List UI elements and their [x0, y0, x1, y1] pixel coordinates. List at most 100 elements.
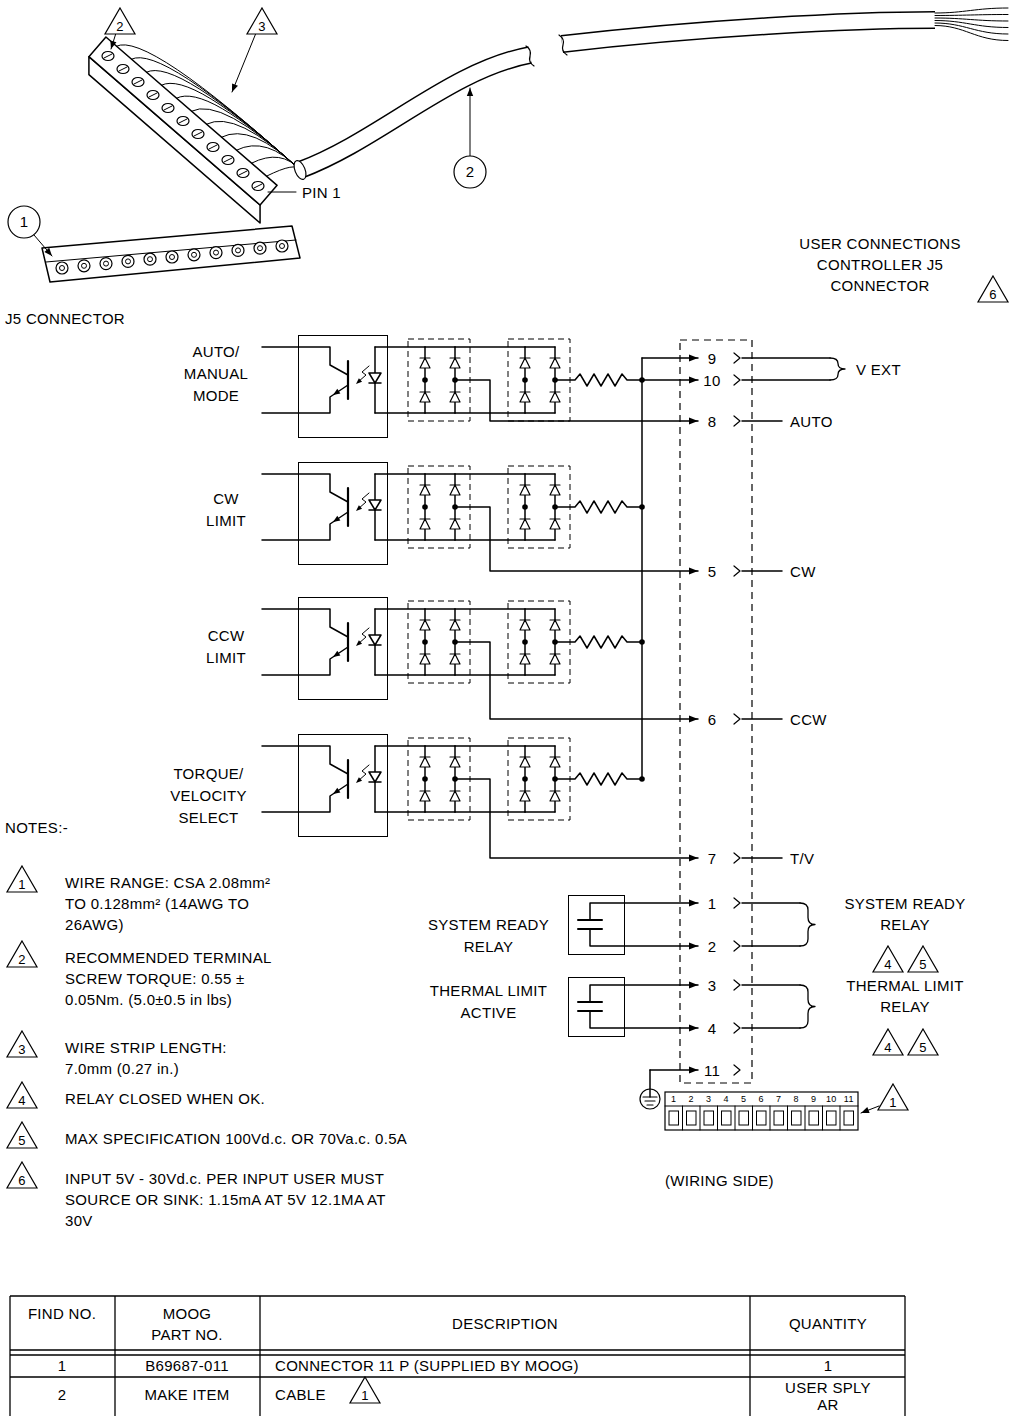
wire-line	[455, 473, 525, 475]
diode-symbol	[520, 358, 530, 368]
pin-chevron	[734, 941, 740, 951]
terminal-block	[89, 37, 277, 205]
plug-hole	[60, 266, 65, 271]
callout-triangle	[7, 1031, 37, 1057]
relay-contact	[590, 903, 698, 920]
diode-symbol	[420, 391, 430, 392]
diode-symbol	[420, 358, 430, 368]
wire-line	[375, 412, 425, 414]
terminal-strip	[827, 1111, 837, 1125]
terminal-screw	[102, 52, 114, 61]
diode-symbol	[550, 518, 560, 519]
plug-hole	[56, 262, 68, 274]
connector-outline	[680, 340, 752, 1083]
arrow-head	[861, 1107, 870, 1113]
plug-hole	[210, 247, 222, 259]
pin-chevron	[734, 353, 740, 363]
diode-symbol	[420, 654, 430, 664]
caption-text: (WIRING SIDE)	[665, 1170, 774, 1191]
arrow-head	[333, 788, 340, 794]
relay-label: THERMAL LIMIT RELAY	[825, 975, 985, 1017]
wire-line	[375, 608, 425, 610]
plug-hole	[126, 259, 131, 264]
diode-symbol	[550, 519, 560, 529]
led-symbol	[369, 781, 381, 783]
pin-number: 9	[811, 1094, 816, 1104]
connector-heading: J5 CONNECTOR	[5, 308, 125, 329]
ground-symbol	[643, 1096, 657, 1097]
diode-symbol	[420, 790, 430, 791]
terminal-strip	[722, 1111, 732, 1125]
diode-symbol	[420, 392, 430, 402]
callout-triangle	[7, 866, 37, 892]
wire-line	[742, 945, 800, 947]
terminal-screw	[117, 65, 129, 74]
plug-hole	[192, 252, 197, 257]
diode-symbol	[520, 485, 530, 495]
diode-symbol	[450, 484, 460, 485]
callout-number: 4	[18, 1093, 26, 1108]
diode-symbol	[520, 357, 530, 358]
transistor-symbol	[262, 647, 348, 675]
table-rule	[9, 1296, 10, 1416]
wire-line	[742, 1027, 800, 1029]
wire-line	[455, 779, 698, 858]
led-symbol	[369, 772, 381, 782]
callout-triangle	[978, 276, 1008, 302]
arrow-head	[44, 248, 52, 256]
table-header: MOOG PART NO.	[145, 1303, 230, 1345]
diode-symbol	[450, 653, 460, 654]
pin-chevron	[734, 898, 740, 908]
bus-line	[641, 358, 643, 779]
table-cell: MAKE ITEM	[144, 1386, 229, 1404]
callout-number: 6	[989, 287, 997, 302]
arrow-head	[356, 505, 362, 511]
cable-outline	[300, 55, 530, 170]
pin-number: 11	[844, 1094, 854, 1104]
terminal-screw	[209, 145, 217, 149]
pin-chevron	[734, 375, 740, 385]
arrow-head	[333, 389, 340, 395]
diode-symbol	[450, 620, 460, 630]
note-text: RECOMMENDED TERMINAL SCREW TORQUE: 0.55 …	[65, 947, 305, 1010]
diode-symbol	[550, 358, 560, 368]
pin-number: 8	[708, 411, 717, 432]
terminal-screw	[119, 67, 127, 71]
terminal-strip	[805, 1106, 806, 1130]
diode-symbol	[550, 620, 560, 630]
plug-hole	[188, 249, 200, 261]
ground-symbol	[649, 1070, 651, 1097]
terminal-strip	[770, 1106, 771, 1130]
terminal-screw	[194, 132, 202, 136]
cable-outline	[562, 20, 935, 44]
node-heading: CCW LIMIT	[196, 625, 256, 669]
callout-triangle	[7, 1082, 37, 1108]
callout-triangle	[7, 1122, 37, 1148]
relay-contact	[590, 1011, 698, 1028]
plug-hole	[166, 251, 178, 263]
diode-symbol	[425, 539, 455, 541]
table-rule	[10, 1354, 905, 1355]
diode-symbol	[525, 539, 555, 541]
terminal-strip	[665, 1092, 858, 1130]
node-heading: CW LIMIT	[196, 488, 256, 532]
terminal-screw	[207, 143, 219, 152]
pin-chevron	[734, 980, 740, 990]
junction-dot	[422, 776, 428, 782]
signal-name: AUTO	[790, 411, 833, 432]
relay-label: SYSTEM READY RELAY	[825, 893, 985, 935]
diode-symbol	[520, 654, 530, 664]
diode-symbol	[450, 485, 460, 495]
diode-symbol	[450, 654, 460, 664]
resistor-symbol	[555, 501, 642, 513]
pin-number: 4	[708, 1018, 717, 1039]
diode-symbol	[450, 791, 460, 801]
transistor-symbol	[262, 512, 348, 540]
wire-line	[455, 346, 525, 348]
led-symbol	[369, 635, 381, 645]
junction-dot	[422, 639, 428, 645]
pin-number: 10	[826, 1094, 837, 1104]
note-text: INPUT 5V - 30Vd.c. PER INPUT USER MUST S…	[65, 1168, 395, 1231]
note-text: WIRE STRIP LENGTH: 7.0mm (0.27 in.)	[65, 1037, 265, 1079]
